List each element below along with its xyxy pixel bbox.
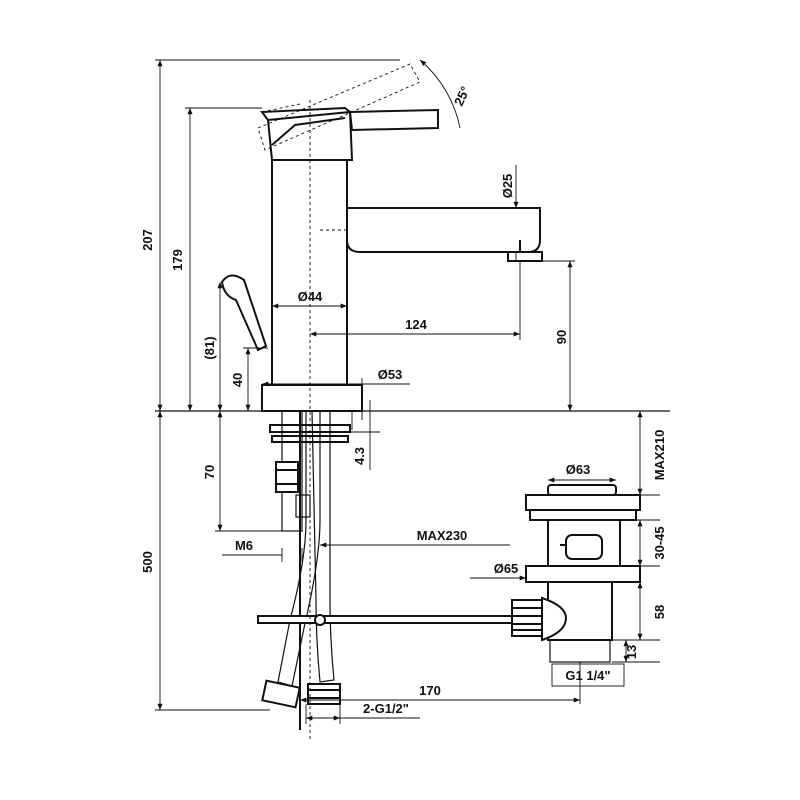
- label-waste-thread: G1 1/4": [565, 668, 610, 683]
- label-lever-height: (81): [202, 336, 217, 359]
- label-lever-angle: 25°: [451, 84, 473, 108]
- label-hose-thread: 2-G1/2": [363, 701, 409, 716]
- label-base-diameter: Ø53: [378, 367, 403, 382]
- label-rod-length: 70: [202, 465, 217, 479]
- horizontal-rod: [257, 615, 517, 624]
- label-spout-diameter: Ø25: [500, 174, 515, 199]
- label-waste-top-diameter: Ø63: [566, 462, 591, 477]
- hose-nut-left: [261, 679, 301, 709]
- popup-waste: [511, 484, 641, 663]
- label-base-height: 40: [230, 373, 245, 387]
- faucet-base: [261, 384, 363, 412]
- faucet-spout: [346, 207, 541, 253]
- label-waste-max: MAX210: [652, 430, 667, 481]
- label-hose-max: MAX230: [417, 528, 468, 543]
- hose-nut-right: [307, 683, 341, 705]
- faucet-body: [220, 63, 543, 412]
- label-spout-reach: 124: [405, 317, 427, 332]
- lever-rotated-outline: [257, 63, 421, 151]
- spout-aerator: [507, 251, 543, 262]
- label-thread: M6: [235, 538, 253, 553]
- label-body-diameter: Ø44: [298, 289, 323, 304]
- dimensions: [155, 59, 660, 740]
- label-deck-thickness: 4.3: [352, 447, 367, 465]
- label-rod-reach: 170: [419, 683, 441, 698]
- label-outlet-height: 90: [554, 330, 569, 344]
- label-spout-height: 179: [170, 249, 185, 271]
- popup-lever: [220, 274, 268, 352]
- dimension-labels: 207 179 (81) 40 25° Ø25 Ø44 124 90 Ø53 4…: [140, 84, 667, 716]
- label-thread-length: 13: [624, 645, 639, 659]
- hose-hot: [311, 410, 335, 683]
- label-below-height: 500: [140, 551, 155, 573]
- label-waste-range: 30-45: [652, 526, 667, 559]
- label-waste-depth: 58: [652, 605, 667, 619]
- label-total-height: 207: [140, 229, 155, 251]
- label-waste-flange-diameter: Ø65: [494, 561, 519, 576]
- faucet-cylinder: [271, 159, 348, 386]
- faucet-lever: [348, 108, 439, 132]
- waste-thread: [549, 639, 611, 663]
- under-deck-assembly: [257, 410, 517, 730]
